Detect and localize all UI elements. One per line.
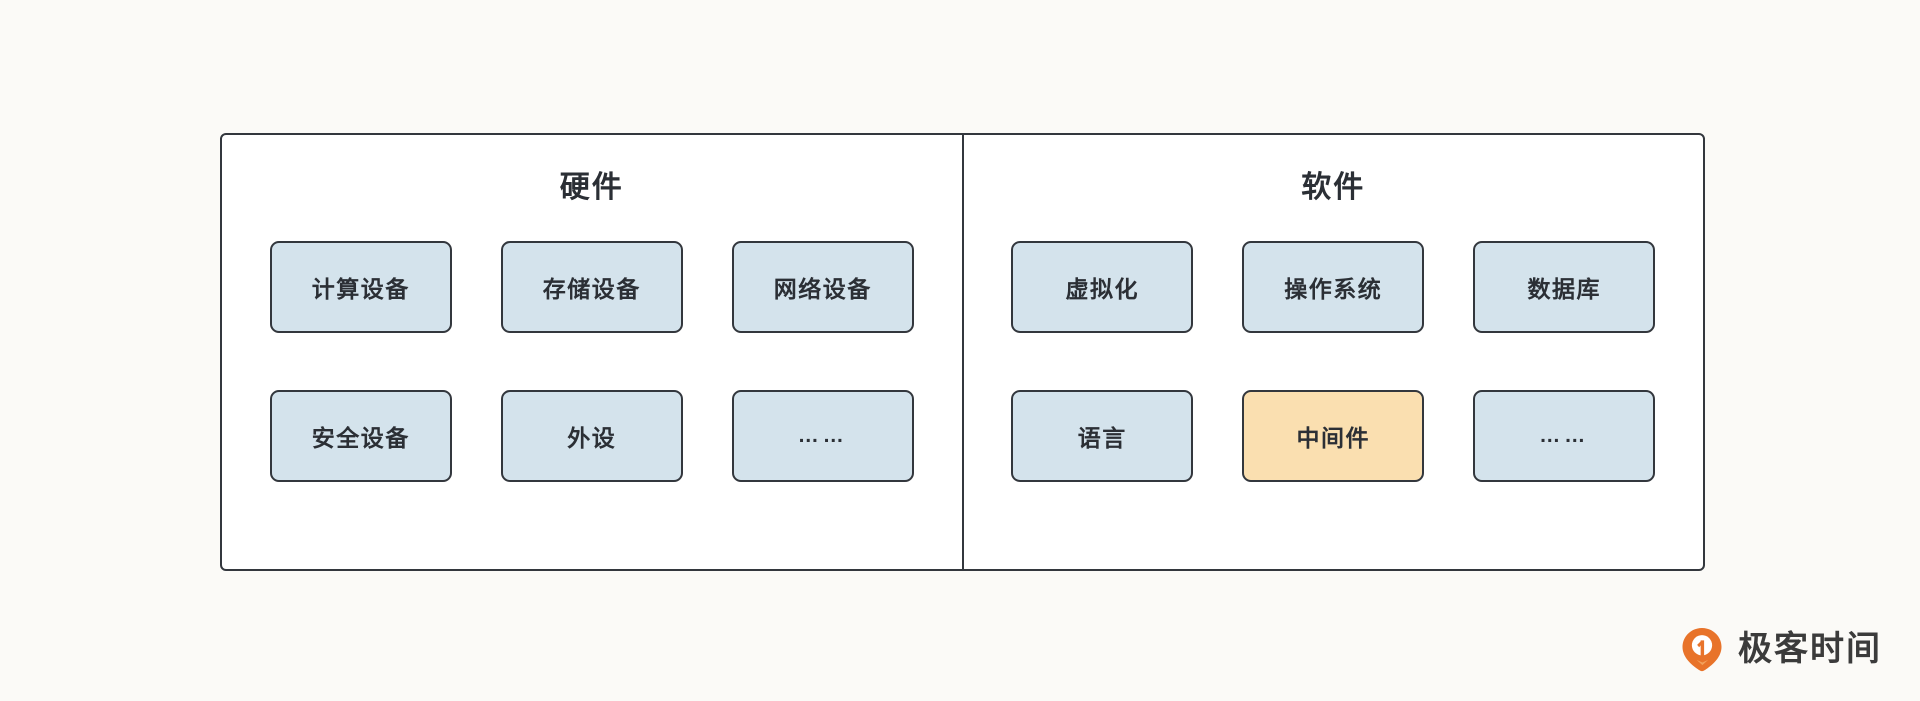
panel-group: 硬件 计算设备 存储设备 网络设备 安全设备 外设 …… 软件 虚拟化 操作系统… bbox=[220, 133, 1705, 571]
panel-hardware: 硬件 计算设备 存储设备 网络设备 安全设备 外设 …… bbox=[220, 133, 963, 571]
node-software-more[interactable]: …… bbox=[1473, 390, 1656, 482]
brand-logo: 极客时间 bbox=[1678, 625, 1882, 673]
node-storage-device[interactable]: 存储设备 bbox=[500, 241, 683, 333]
node-grid-software: 虚拟化 操作系统 数据库 语言 中间件 …… bbox=[1011, 241, 1656, 482]
node-virtualization[interactable]: 虚拟化 bbox=[1011, 241, 1194, 333]
node-compute-device[interactable]: 计算设备 bbox=[269, 241, 452, 333]
node-security-device[interactable]: 安全设备 bbox=[269, 390, 452, 482]
geektime-pin-icon bbox=[1682, 628, 1722, 672]
panel-title-hardware: 硬件 bbox=[559, 171, 624, 204]
node-database[interactable]: 数据库 bbox=[1473, 241, 1656, 333]
node-middleware[interactable]: 中间件 bbox=[1242, 390, 1425, 482]
node-language[interactable]: 语言 bbox=[1011, 390, 1194, 482]
panel-software: 软件 虚拟化 操作系统 数据库 语言 中间件 …… bbox=[962, 133, 1705, 571]
panel-title-software: 软件 bbox=[1301, 171, 1366, 204]
brand-name: 极客时间 bbox=[1738, 630, 1882, 668]
node-peripheral[interactable]: 外设 bbox=[500, 390, 683, 482]
node-grid-hardware: 计算设备 存储设备 网络设备 安全设备 外设 …… bbox=[269, 241, 914, 482]
node-network-device[interactable]: 网络设备 bbox=[731, 241, 914, 333]
node-hardware-more[interactable]: …… bbox=[731, 390, 914, 482]
node-operating-system[interactable]: 操作系统 bbox=[1242, 241, 1425, 333]
